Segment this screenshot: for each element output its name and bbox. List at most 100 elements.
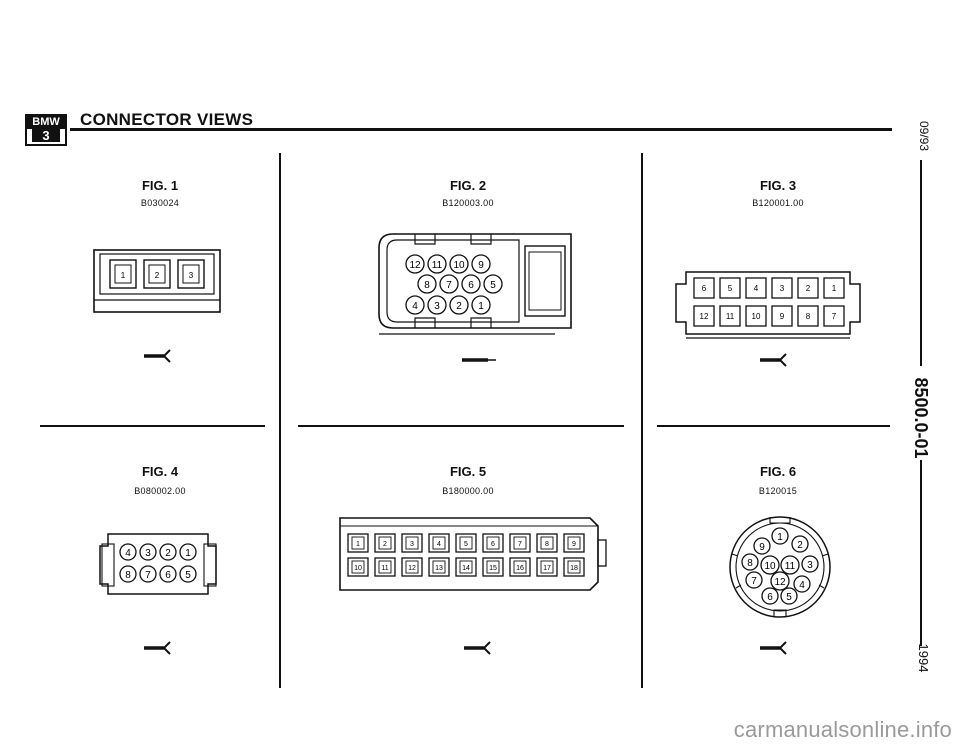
column-divider-left	[279, 153, 281, 688]
fig-2-pin-label: 8	[424, 280, 430, 291]
fig-3-pin: 4	[745, 277, 767, 299]
connector-insertion-arrow-icon	[760, 353, 787, 367]
fig-6-pin: 9	[753, 537, 771, 555]
fig-2-title: FIG. 2	[449, 178, 487, 193]
fig-6-pin: 2	[791, 535, 809, 553]
fig-1-pin-label: 3	[189, 271, 194, 280]
svg-text:16: 16	[516, 565, 524, 572]
fig-5-pin: 7	[509, 533, 531, 553]
fig-1-title: FIG. 1	[141, 178, 179, 193]
fig-5-pin: 3	[401, 533, 423, 553]
svg-text:3: 3	[410, 541, 414, 548]
fig-2-pin: 2	[449, 295, 469, 315]
fig-3-pin: 9	[771, 305, 793, 327]
svg-text:6: 6	[767, 592, 773, 603]
fig-6-pin: 3	[801, 555, 819, 573]
fig-5-pin: 18	[563, 557, 585, 577]
fig-5-code: B180000.00	[442, 486, 494, 496]
svg-text:10: 10	[752, 312, 761, 321]
svg-text:1: 1	[832, 284, 837, 293]
svg-text:4: 4	[125, 548, 131, 559]
svg-text:5: 5	[185, 570, 191, 581]
fig-2-pin: 12	[405, 254, 425, 274]
fig-2-pin: 6	[461, 274, 481, 294]
logo-series-text: 3	[32, 129, 60, 142]
row-divider-col3	[657, 425, 890, 427]
svg-text:1: 1	[185, 548, 191, 559]
fig-2-pin-label: 6	[468, 280, 474, 291]
svg-text:2: 2	[806, 284, 811, 293]
fig-1-pin-label: 2	[155, 271, 160, 280]
svg-text:1: 1	[356, 541, 360, 548]
fig-5-pin: 2	[374, 533, 396, 553]
svg-text:6: 6	[165, 570, 171, 581]
svg-text:3: 3	[780, 284, 785, 293]
fig-5-pin: 11	[374, 557, 396, 577]
svg-text:5: 5	[464, 541, 468, 548]
header-rule	[70, 128, 892, 131]
fig-4-pin: 6	[159, 565, 177, 583]
fig-6-pin: 5	[780, 587, 798, 605]
fig-1-code: B030024	[140, 198, 180, 208]
fig-3-pin: 10	[745, 305, 767, 327]
fig-5-pin: 17	[536, 557, 558, 577]
fig-3-pin: 3	[771, 277, 793, 299]
svg-text:2: 2	[165, 548, 171, 559]
fig-4-connector: 4 3 2 1 8 7 6 5	[99, 533, 217, 595]
svg-text:1: 1	[777, 532, 783, 543]
svg-text:9: 9	[572, 541, 576, 548]
svg-text:4: 4	[754, 284, 759, 293]
fig-2-pin-label: 7	[446, 280, 452, 291]
fig-4-pin: 7	[139, 565, 157, 583]
connector-insertion-arrow-icon	[144, 349, 171, 363]
bmw-3-series-logo: BMW 3	[25, 114, 67, 146]
logo-brand-text: BMW	[27, 116, 65, 129]
fig-3-pin: 2	[797, 277, 819, 299]
svg-text:8: 8	[545, 541, 549, 548]
fig-5-pin: 15	[482, 557, 504, 577]
fig-5-pin: 16	[509, 557, 531, 577]
fig-1-pin-label: 1	[121, 271, 126, 280]
svg-text:17: 17	[543, 565, 551, 572]
fig-4-pin: 5	[179, 565, 197, 583]
margin-rule-bottom	[920, 460, 922, 646]
fig-2-pin: 7	[439, 274, 459, 294]
fig-2-pin-label: 3	[434, 301, 440, 312]
fig-2-pin: 11	[427, 254, 447, 274]
fig-5-pin: 1	[347, 533, 369, 553]
svg-text:8: 8	[747, 558, 753, 569]
fig-2-connector: 12 11 10 9 8 7 6 5 4 3 2 1	[378, 233, 572, 335]
fig-2-pin-label: 5	[490, 280, 496, 291]
row-divider-col2	[298, 425, 624, 427]
connector-insertion-arrow-icon	[144, 641, 171, 655]
svg-text:9: 9	[759, 542, 765, 553]
svg-text:12: 12	[700, 312, 709, 321]
fig-5-connector: 1 2 3 4 5 6 7 8 9 10 11 12 13 14 15 16 1…	[339, 517, 607, 591]
fig-4-pin: 3	[139, 543, 157, 561]
svg-text:4: 4	[799, 580, 805, 591]
fig-5-pin: 10	[347, 557, 369, 577]
fig-5-pin: 14	[455, 557, 477, 577]
connector-insertion-arrow-icon	[464, 641, 491, 655]
svg-text:6: 6	[491, 541, 495, 548]
fig-3-pin: 7	[823, 305, 845, 327]
fig-6-pin: 12	[770, 571, 790, 591]
svg-text:12: 12	[774, 577, 786, 588]
fig-4-pin: 8	[119, 565, 137, 583]
fig-2-pin: 3	[427, 295, 447, 315]
margin-reference-number: 8500.0-01	[911, 377, 931, 459]
fig-5-pin: 13	[428, 557, 450, 577]
svg-text:3: 3	[145, 548, 151, 559]
fig-3-title: FIG. 3	[759, 178, 797, 193]
margin-date: 09/93	[917, 120, 931, 152]
fig-5-pin: 6	[482, 533, 504, 553]
svg-text:7: 7	[751, 576, 757, 587]
svg-text:5: 5	[786, 592, 792, 603]
fig-5-title: FIG. 5	[449, 464, 487, 479]
fig-4-code: B080002.00	[134, 486, 186, 496]
svg-text:18: 18	[570, 565, 578, 572]
fig-2-code: B120003.00	[442, 198, 494, 208]
fig-2-pin: 1	[471, 295, 491, 315]
fig-6-pin: 8	[741, 553, 759, 571]
svg-text:5: 5	[728, 284, 733, 293]
